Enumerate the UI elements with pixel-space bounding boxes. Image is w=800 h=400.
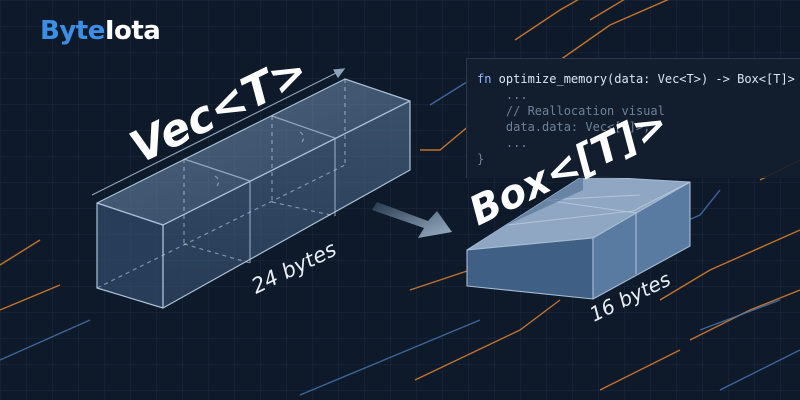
code-line-2: ...: [477, 88, 528, 102]
orange-circuit-traces: [0, 0, 800, 391]
vec-dimension-arrow: [91, 68, 346, 196]
code-line-5: ...: [477, 136, 528, 150]
box-label: Box<[T]>: [462, 100, 675, 235]
vec-size-label: 24 bytes: [248, 237, 341, 299]
code-line-3: // Reallocation visual: [477, 104, 665, 118]
code-snippet-panel: fn optimize_memory(data: Vec<T>) -> Box<…: [466, 58, 800, 178]
brand-part-2: Iota: [104, 16, 161, 46]
transition-arrow: [372, 202, 452, 238]
code-line-6: }: [477, 152, 485, 166]
code-line-1: fn optimize_memory(data: Vec<T>) -> Box<…: [477, 71, 800, 87]
code-signature: optimize_memory(data: Vec<T>) -> Box<[T]…: [491, 72, 800, 86]
code-line-4: data.data: Vec<[T]>;: [477, 120, 651, 134]
box-prism: [466, 175, 691, 300]
brand-part-1: Byte: [40, 16, 105, 46]
box-side-face: [592, 181, 691, 300]
brand-logo: ByteIota: [40, 14, 161, 48]
vec-prism: [96, 78, 411, 309]
code-keyword: fn: [477, 72, 492, 86]
vec-label: Vec<T>: [122, 45, 316, 174]
box-size-label: 16 bytes: [586, 267, 675, 327]
